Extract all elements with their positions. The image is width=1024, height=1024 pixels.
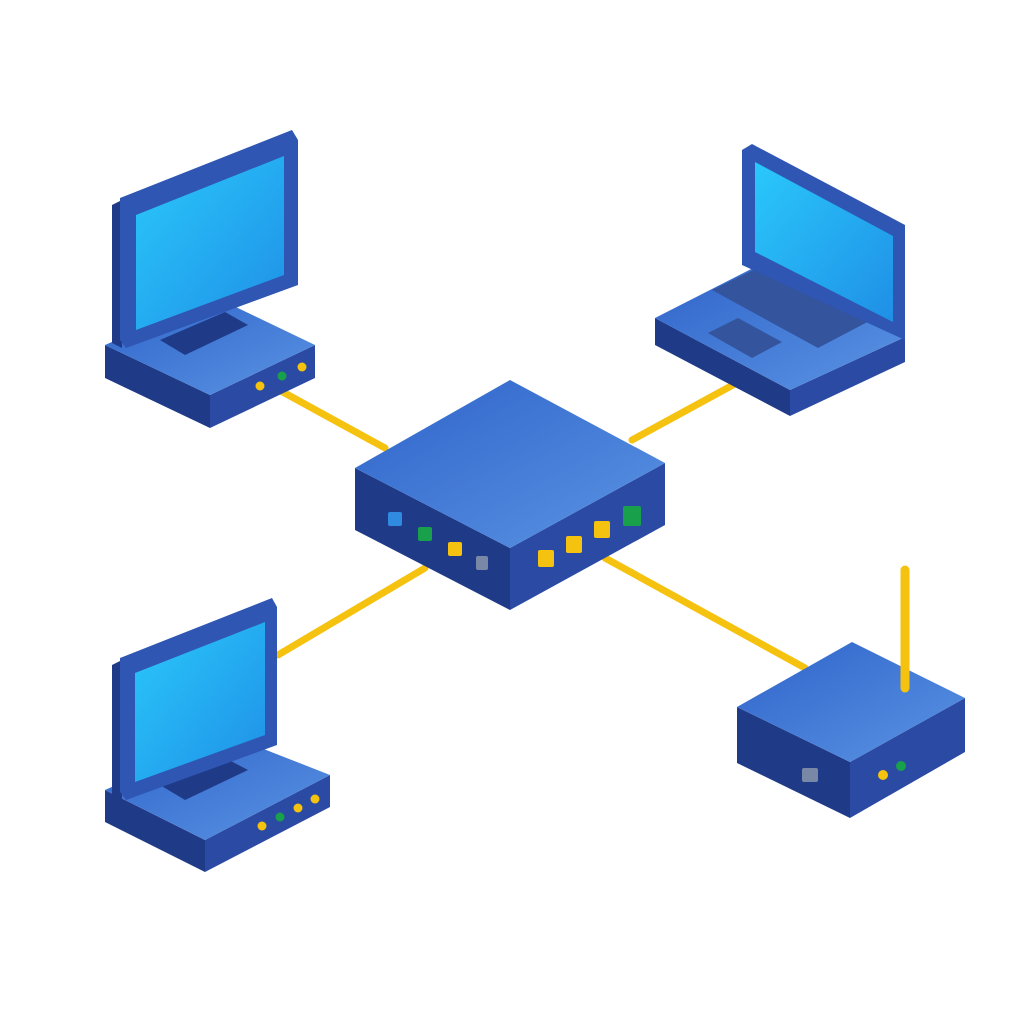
network-switch[interactable] — [355, 380, 665, 610]
port-led-yellow — [566, 536, 582, 553]
led-yellow — [310, 794, 320, 804]
laptop-base-right-side — [790, 337, 905, 416]
desktop-base-left-side — [105, 790, 205, 872]
cable-switch-to-laptop — [628, 376, 746, 444]
wireless-router-bottom-right[interactable] — [737, 565, 965, 818]
router-left-side — [737, 707, 850, 818]
router-port — [802, 768, 818, 782]
desktop-base-top — [105, 735, 330, 840]
cable-switch-to-desktop-bottom-left — [274, 564, 429, 659]
switch-right-side — [510, 463, 665, 610]
led-green — [896, 761, 906, 771]
port-led-blue — [388, 512, 402, 526]
router-right-side — [850, 698, 965, 818]
desktop-computer-top-left[interactable] — [105, 130, 315, 428]
monitor-frame-side — [112, 200, 122, 348]
desktop-base-top — [105, 297, 315, 395]
laptop-touchpad[interactable] — [708, 318, 782, 358]
monitor-frame-side — [112, 660, 122, 800]
laptop-screen[interactable] — [755, 162, 893, 322]
led-green — [275, 812, 285, 822]
led-yellow — [255, 381, 265, 391]
desktop-computer-bottom-left[interactable] — [105, 598, 330, 872]
port-led-yellow — [448, 542, 462, 556]
port-led-green — [418, 527, 432, 541]
port-led-yellow — [538, 550, 554, 567]
monitor-stand — [160, 312, 248, 355]
desktop-base-right-side — [205, 775, 330, 872]
laptop-keyboard[interactable] — [712, 262, 875, 348]
led-green — [277, 371, 287, 381]
led-yellow — [293, 803, 303, 813]
port-led-gray — [476, 556, 488, 570]
led-yellow — [297, 362, 307, 372]
laptop-base-left-side — [655, 318, 790, 416]
led-yellow — [878, 770, 888, 780]
cable-switch-to-desktop-top-left — [266, 381, 389, 452]
port-led-green — [623, 506, 641, 526]
switch-top — [355, 380, 665, 548]
cable-switch-to-router — [601, 554, 809, 672]
desktop-base-left-side — [105, 345, 210, 428]
led-yellow — [257, 821, 267, 831]
port-led-yellow — [594, 521, 610, 538]
monitor-screen[interactable] — [135, 622, 265, 782]
monitor-stand — [160, 758, 248, 800]
laptop-top-right[interactable] — [655, 144, 905, 416]
monitor-screen[interactable] — [136, 156, 284, 330]
cables — [266, 376, 809, 672]
switch-left-side — [355, 468, 510, 610]
